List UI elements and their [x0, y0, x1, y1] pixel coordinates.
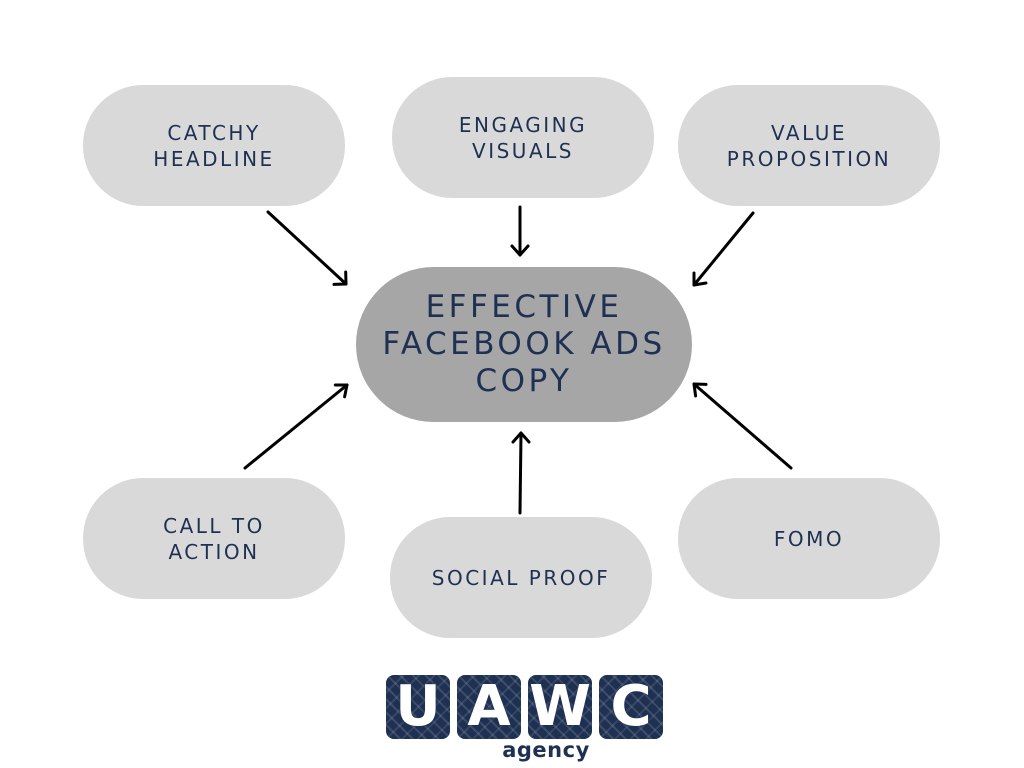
- logo-tile-w: W: [528, 675, 592, 739]
- node-center-effective-facebook-ads-copy: EFFECTIVE FACEBOOK ADS COPY: [356, 267, 692, 422]
- node-fomo: FOMO: [678, 478, 940, 599]
- arrow-catchy-headline-to-center: [266, 210, 348, 286]
- arrow-social-proof-to-center: [511, 431, 531, 515]
- node-catchy-headline: CATCHY HEADLINE: [83, 85, 345, 206]
- logo-tile-u: U: [386, 675, 450, 739]
- logo-tile-a: A: [457, 675, 521, 739]
- arrow-call-to-action-to-center: [243, 383, 349, 470]
- node-call-to-action: CALL TO ACTION: [83, 478, 345, 599]
- arrow-fomo-to-center: [692, 382, 793, 470]
- arrow-engaging-visuals-to-center: [510, 205, 530, 257]
- node-social-proof: SOCIAL PROOF: [390, 517, 652, 638]
- uawc-agency-logo: U A W C agency: [384, 672, 668, 768]
- arrow-value-proposition-to-center: [692, 211, 755, 287]
- node-value-proposition: VALUE PROPOSITION: [678, 85, 940, 206]
- logo-subtitle: agency: [502, 738, 590, 762]
- node-engaging-visuals: ENGAGING VISUALS: [392, 77, 654, 198]
- logo-tile-c: C: [599, 675, 663, 739]
